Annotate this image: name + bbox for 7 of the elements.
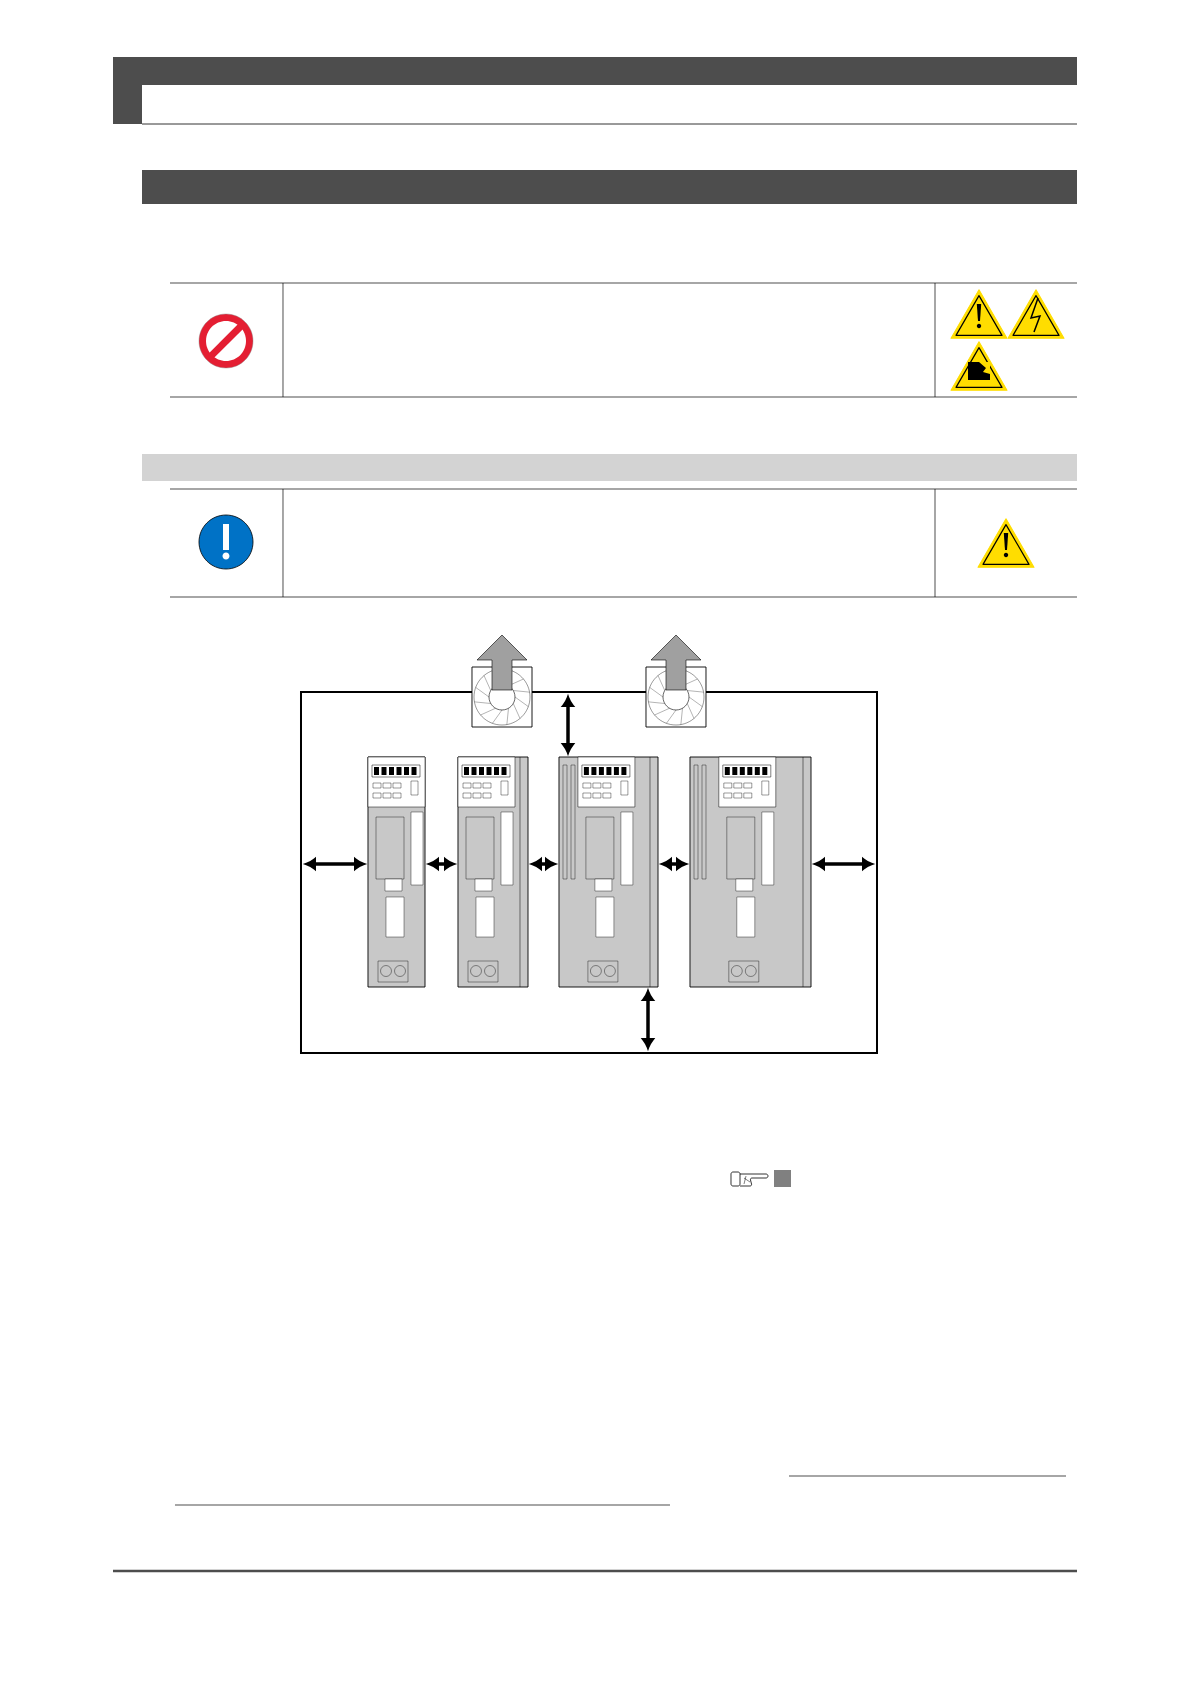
servo-drive-drawing <box>457 756 529 988</box>
servo-drive-drawing <box>367 756 426 988</box>
section-bar <box>142 170 1077 204</box>
enclosure-box <box>300 691 878 1054</box>
servo-drive-drawing <box>558 756 659 988</box>
subsection-bar <box>142 454 1077 481</box>
servo-drive-drawing <box>689 756 812 988</box>
